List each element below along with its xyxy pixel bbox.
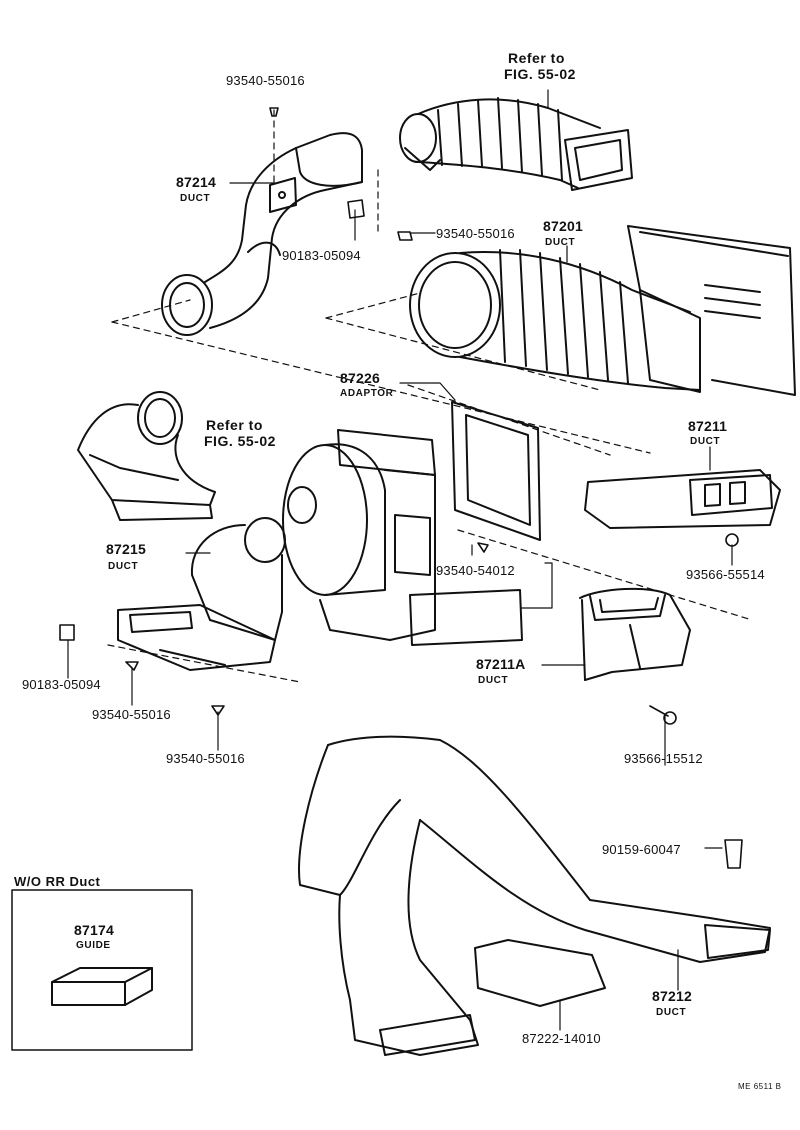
duct-87201-drawing (409, 225, 796, 396)
pad-87222-drawing (474, 939, 606, 1007)
fastener-90183-05094-label-2: 90183-05094 (22, 677, 101, 692)
reference-left-line1: Refer to (206, 417, 263, 433)
part-87222-14010-label: 87222-14010 (522, 1031, 601, 1046)
duct-87214-drawing (161, 132, 363, 336)
duct-87211-drawing (584, 469, 781, 529)
fastener-93540-55016-label-3: 93540-55016 (92, 707, 171, 722)
part-87211a-number: 87211A (476, 656, 526, 672)
part-87212-name: DUCT (656, 1007, 687, 1018)
left-reference-duct-drawing (77, 391, 216, 521)
reference-left-line2: FIG. 55-02 (204, 433, 276, 449)
dashed-guide-lines (107, 109, 753, 683)
duct-87212-drawing (298, 735, 771, 1056)
fastener-93540-54012-label: 93540-54012 (436, 563, 515, 578)
duct-87215-drawing (117, 517, 286, 671)
part-87226-name: ADAPTOR (340, 388, 394, 399)
inset-title: W/O RR Duct (14, 874, 101, 889)
fastener-90159-60047-label: 90159-60047 (602, 842, 681, 857)
part-87215-name: DUCT (108, 561, 139, 572)
upper-bellows-duct-drawing (399, 97, 633, 191)
fastener-drawings (59, 107, 743, 869)
part-87201-name: DUCT (545, 237, 576, 248)
fastener-93540-55016-label-4: 93540-55016 (166, 751, 245, 766)
footer-code: ME 6511 B (738, 1082, 782, 1091)
leader-lines (67, 89, 733, 1031)
adaptor-87226-drawing (451, 401, 541, 541)
part-87211a-name: DUCT (478, 675, 509, 686)
blower-unit-drawing (282, 429, 523, 646)
part-87174-name: GUIDE (76, 940, 111, 951)
part-87214-number: 87214 (176, 174, 216, 190)
inset-box (11, 889, 193, 1051)
duct-87211a-drawing (579, 587, 691, 681)
reference-top-line2: FIG. 55-02 (504, 66, 576, 82)
fastener-93540-55016-label-2: 93540-55016 (436, 226, 515, 241)
part-87211-name: DUCT (690, 436, 721, 447)
part-87226-number: 87226 (340, 370, 380, 386)
fastener-93540-55016-label-1: 93540-55016 (226, 73, 305, 88)
part-87215-number: 87215 (106, 541, 146, 557)
reference-top-line1: Refer to (508, 50, 565, 66)
fastener-93566-15512-label: 93566-15512 (624, 751, 703, 766)
part-87211-number: 87211 (688, 418, 728, 434)
guide-87174-drawing (51, 967, 153, 1006)
part-87201-number: 87201 (543, 218, 583, 234)
fastener-93566-55514-label: 93566-55514 (686, 567, 765, 582)
part-87174-number: 87174 (74, 922, 114, 938)
part-87214-name: DUCT (180, 193, 211, 204)
fastener-90183-05094-label-1: 90183-05094 (282, 248, 361, 263)
part-87212-number: 87212 (652, 988, 692, 1004)
